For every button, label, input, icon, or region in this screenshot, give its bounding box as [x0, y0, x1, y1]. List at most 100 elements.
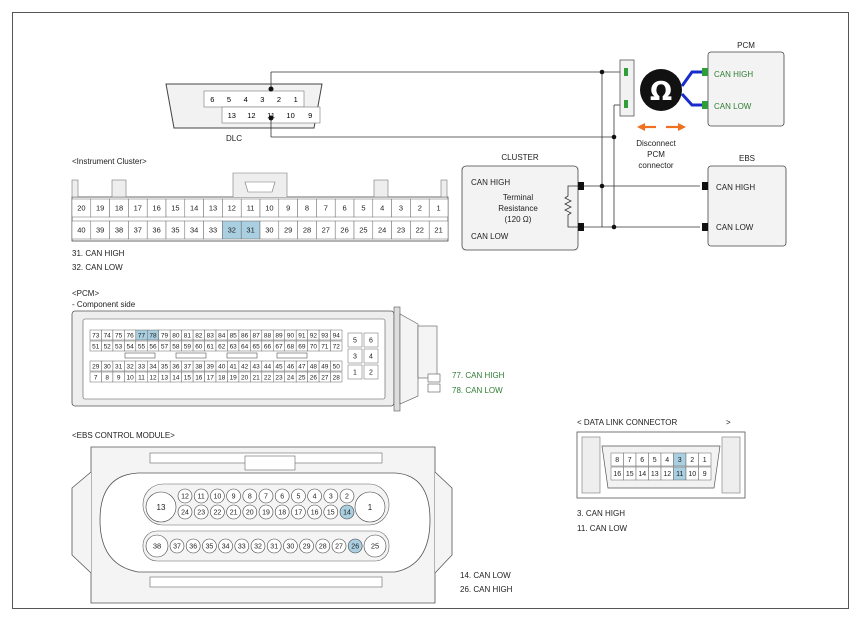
ic-pin-label: 25 [359, 226, 367, 235]
dlc-top-pin: 3 [260, 95, 264, 104]
ic-pin-label: 28 [303, 226, 311, 235]
pcm-pin-label: 93 [321, 332, 329, 339]
ic-pin-can-low: 32. CAN LOW [72, 263, 123, 272]
pcm-pin-label: 42 [241, 363, 249, 370]
pcm-pin-label: 37 [184, 363, 192, 370]
pcm-pin-label: 49 [321, 363, 329, 370]
dlc-top-connector [165, 83, 323, 129]
ebs-pin [339, 504, 355, 520]
ebs-pin-label: 30 [287, 543, 295, 550]
dlc-pin-label: 12 [663, 471, 671, 478]
pcm-pin-label: 52 [104, 343, 112, 350]
ebs-pin-label: 12 [181, 493, 189, 500]
ohm-symbol: Ω [650, 77, 672, 107]
disconnect-arrows [637, 123, 686, 131]
cluster-resistor-line1: Terminal [502, 193, 534, 202]
ebs-pin [226, 488, 241, 504]
ebs-big-pin [354, 491, 386, 523]
ebs-big-pin [363, 534, 387, 558]
dlc-top-pin: 5 [227, 95, 231, 104]
pcm-pin-label: 18 [218, 374, 226, 381]
ebs-pin-label: 3 [329, 493, 333, 500]
ebs-pin [177, 504, 193, 520]
pcm-pin-label: 33 [138, 363, 146, 370]
ebs-pin [258, 504, 274, 520]
pcm-pin-label: 94 [333, 332, 341, 339]
ebs-pin-label: 20 [246, 509, 254, 516]
pcm-connector-subtitle: - Component side [72, 300, 136, 309]
ebs-pin [323, 504, 339, 520]
dlc-top-pin: 10 [286, 111, 294, 120]
dlc-pin-label: 14 [638, 471, 646, 478]
dlc-pin-label: 8 [615, 457, 619, 464]
pcm-pin-label: 48 [310, 363, 318, 370]
pcm-pin-label: 82 [195, 332, 203, 339]
ic-pin-label: 3 [399, 204, 403, 213]
pcm-module-box [702, 51, 785, 127]
pcm-side-pin [363, 332, 379, 348]
ebs-pin [177, 488, 193, 504]
dlc-top-pin: 4 [244, 95, 248, 104]
ic-pin-label: 22 [416, 226, 424, 235]
ebs-module-box [702, 165, 787, 247]
ebs-pin [291, 488, 306, 504]
pcm-pin [330, 360, 343, 372]
pcm-side-pin-label: 5 [353, 337, 357, 344]
dlc-top-pin: 6 [210, 95, 214, 104]
ic-pin-label: 5 [361, 204, 365, 213]
dlc-pin-label: 1 [703, 457, 707, 464]
pcm-pin-label: 64 [241, 343, 249, 350]
pcm-side-pin [363, 364, 379, 380]
pcm-pin-label: 59 [184, 343, 192, 350]
pcm-mating-connector [619, 59, 635, 117]
pcm-pin-label: 78 [149, 332, 157, 339]
ebs-pin-label: 29 [303, 543, 311, 550]
dlc-pin-label: 3 [678, 457, 682, 464]
ohmmeter: Ω [640, 69, 682, 111]
dlc-pin [698, 452, 712, 467]
ic-pin [428, 220, 449, 240]
ebs-pin-label: 11 [198, 493, 205, 500]
dlc-pin [698, 466, 712, 481]
ic-pin-label: 2 [418, 204, 422, 213]
dlc-top-pin: 2 [277, 95, 281, 104]
pcm-pin-label: 47 [298, 363, 306, 370]
pcm-pin-label: 50 [333, 363, 341, 370]
ic-pin-label: 11 [247, 204, 255, 213]
ebs-pin-can-low: 14. CAN LOW [460, 571, 511, 580]
pcm-pin-label: 24 [287, 374, 295, 381]
ic-pin-label: 4 [380, 204, 384, 213]
pcm-pin-label: 25 [298, 374, 306, 381]
ebs-connector-title: <EBS CONTROL MODULE> [72, 431, 175, 440]
pcm-pin-label: 80 [172, 332, 180, 339]
ebs-pin [193, 488, 209, 504]
dlc-pin-label: 6 [640, 457, 644, 464]
ic-pin-label: 29 [284, 226, 292, 235]
ebs-pin-label: 19 [262, 509, 270, 516]
pcm-connector-body [71, 306, 441, 412]
pcm-pin-label: 13 [161, 374, 169, 381]
ebs-pin-label: 2 [345, 493, 349, 500]
pcm-pin-label: 23 [275, 374, 283, 381]
ebs-pin [234, 538, 250, 554]
ebs-pin-label: 35 [206, 543, 214, 550]
ic-pin-label: 33 [209, 226, 217, 235]
ebs-pin [323, 488, 339, 504]
pcm-pin-label: 77 [138, 332, 146, 339]
cluster-resistor-line2: Resistance [498, 204, 538, 213]
pcm-pin-label: 43 [252, 363, 260, 370]
ebs-pin [169, 538, 185, 554]
pcm-pin [330, 371, 343, 383]
ebs-pin-label: 18 [278, 509, 286, 516]
pcm-pin-label: 74 [104, 332, 112, 339]
pcm-pin-label: 38 [195, 363, 203, 370]
ebs-can-high: CAN HIGH [716, 183, 756, 192]
ebs-pin [193, 504, 209, 520]
dlc-top-pin: 13 [228, 111, 236, 120]
pcm-pin-label: 91 [298, 332, 306, 339]
ebs-pin [202, 538, 217, 554]
ic-pin-label: 39 [96, 226, 104, 235]
pcm-pin-label: 39 [207, 363, 215, 370]
dlc-pin-label: 16 [613, 471, 621, 478]
